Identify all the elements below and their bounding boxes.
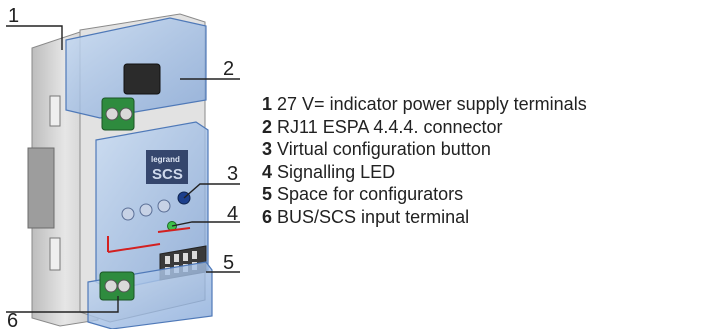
legend-item-number: 3 [262,139,272,159]
legend-item-text: RJ11 ESPA 4.4.4. connector [277,117,502,137]
configurator-socket [122,208,134,220]
rj11-connector [124,64,160,94]
legend-item-number: 5 [262,184,272,204]
legend-item-number: 1 [262,94,272,114]
callout-number-6: 6 [7,311,18,331]
callout-number-1: 1 [8,6,19,26]
system-label: SCS [152,166,183,183]
legend-item: 4 Signalling LED [262,161,587,184]
legend-item-text: BUS/SCS input terminal [277,207,469,227]
latch-slot-lower [50,238,60,270]
legend-item-text: Virtual configuration button [277,139,491,159]
latch-slot-upper [50,96,60,126]
legend-item: 2 RJ11 ESPA 4.4.4. connector [262,116,587,139]
legend-item: 5 Space for configurators [262,183,587,206]
legend-item-number: 6 [262,207,272,227]
din-rail-clip [28,148,54,228]
legend-item-number: 2 [262,117,272,137]
configurator-socket [158,200,170,212]
device-body: legrand SCS [66,14,212,329]
legend-item-text: 27 V= indicator power supply terminals [277,94,587,114]
legend-item-number: 4 [262,162,272,182]
legend-item: 3 Virtual configuration button [262,138,587,161]
legend-item-text: Space for configurators [277,184,463,204]
callout-number-4: 4 [227,204,238,224]
legend-item: 6 BUS/SCS input terminal [262,206,587,229]
callout-number-2: 2 [223,59,234,79]
callout-number-3: 3 [227,164,238,184]
legend-list: 1 27 V= indicator power supply terminals… [262,93,587,228]
legend-item: 1 27 V= indicator power supply terminals [262,93,587,116]
callout-number-5: 5 [223,253,234,273]
legend-item-text: Signalling LED [277,162,395,182]
brand-label: legrand [151,155,180,164]
configurator-socket [140,204,152,216]
